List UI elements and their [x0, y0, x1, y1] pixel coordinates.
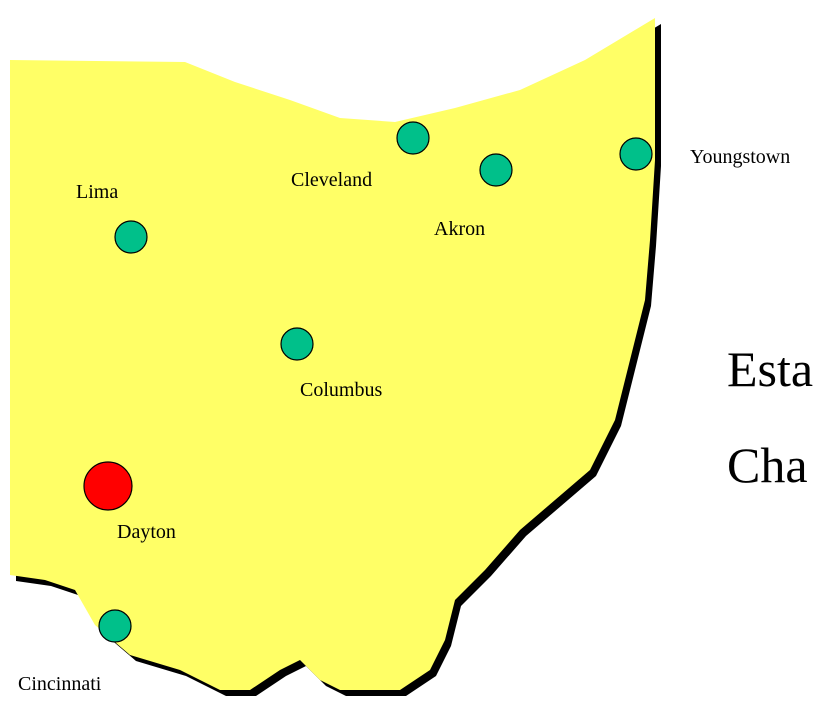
city-label-cincinnati: Cincinnati — [18, 673, 102, 695]
city-label-cleveland: Cleveland — [291, 169, 372, 191]
city-marker-akron[interactable] — [479, 153, 513, 187]
city-marker-youngstown[interactable] — [619, 137, 653, 171]
slide-text-line-1: Esta — [727, 341, 814, 397]
city-marker-cleveland[interactable] — [396, 121, 430, 155]
state-region — [10, 18, 655, 690]
city-marker-lima[interactable] — [114, 220, 148, 254]
city-marker-cincinnati[interactable] — [98, 609, 132, 643]
city-label-akron: Akron — [434, 218, 485, 240]
city-marker-columbus[interactable] — [280, 327, 314, 361]
city-label-columbus: Columbus — [300, 379, 382, 401]
city-label-youngstown: Youngstown — [690, 146, 790, 168]
city-label-dayton: Dayton — [117, 521, 176, 543]
slide-text-line-2: Cha — [727, 437, 808, 493]
city-marker-dayton[interactable] — [83, 461, 133, 511]
city-label-lima: Lima — [76, 181, 118, 203]
